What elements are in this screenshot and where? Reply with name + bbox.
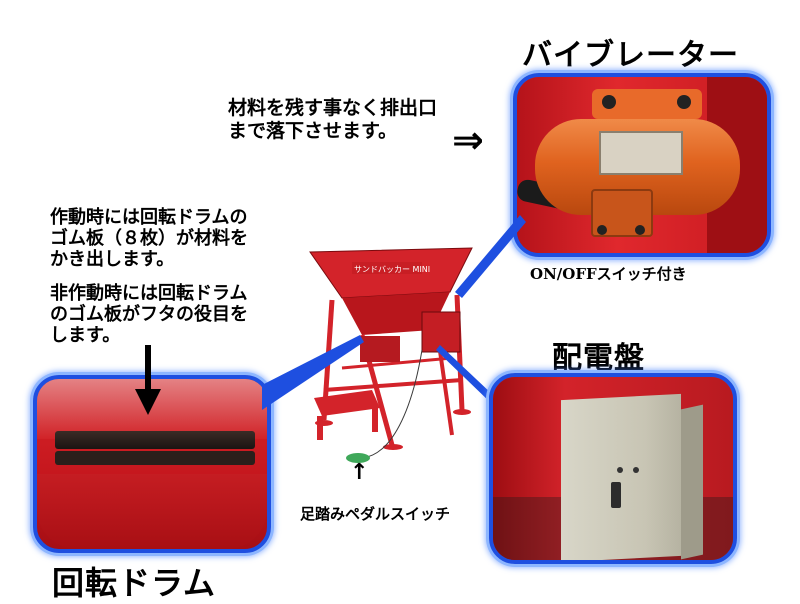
panel-photo xyxy=(489,373,737,564)
drum-note-idle: 非作動時には回転ドラム のゴム板がフタの役目を します。 xyxy=(50,283,248,346)
right-double-arrow-icon: ⇒ xyxy=(452,118,484,162)
panel-handle xyxy=(611,482,621,508)
panel-title: 配電盤 xyxy=(552,341,645,376)
vibrator-title: バイブレーター xyxy=(522,38,739,73)
drum-note-idle-line2: のゴム板がフタの役目を xyxy=(50,304,248,325)
up-arrow-icon: ↑ xyxy=(350,460,369,485)
rubber-plate-lower xyxy=(55,451,255,465)
hopper-label: サンドバッカー MINI xyxy=(354,265,430,274)
foot-pedal xyxy=(346,453,370,463)
drum-note-active-line1: 作動時には回転ドラムの xyxy=(50,207,248,228)
electrical-panel-box xyxy=(561,393,681,560)
drum-note-active-line2: ゴム板（８枚）が材料を xyxy=(50,228,248,249)
nameplate xyxy=(599,131,683,175)
pedal-caption: 足踏みペダルスイッチ xyxy=(300,505,451,523)
vibrator-photo xyxy=(513,73,771,257)
vibrator-caption: ON/OFFスイッチ付き xyxy=(530,265,687,283)
drum-note-idle-line3: します。 xyxy=(50,325,121,346)
drum-title: 回転ドラム xyxy=(52,564,217,602)
vibrator-note-line1: 材料を残す事なく排出口 xyxy=(228,97,438,119)
rubber-plate-upper xyxy=(55,431,255,449)
drum-note-active-line3: かき出します。 xyxy=(50,249,175,270)
vibrator-note-line2: まで落下させます。 xyxy=(228,120,398,142)
drum-note-idle-line1: 非作動時には回転ドラム xyxy=(50,283,248,304)
down-arrow-icon xyxy=(135,345,161,415)
drum-note-active: 作動時には回転ドラムの ゴム板（８枚）が材料を かき出します。 xyxy=(50,207,248,270)
sandbagger-machine: サンドバッカー MINI xyxy=(309,247,473,463)
vibrator-note: 材料を残す事なく排出口 まで落下させます。 xyxy=(228,97,437,143)
